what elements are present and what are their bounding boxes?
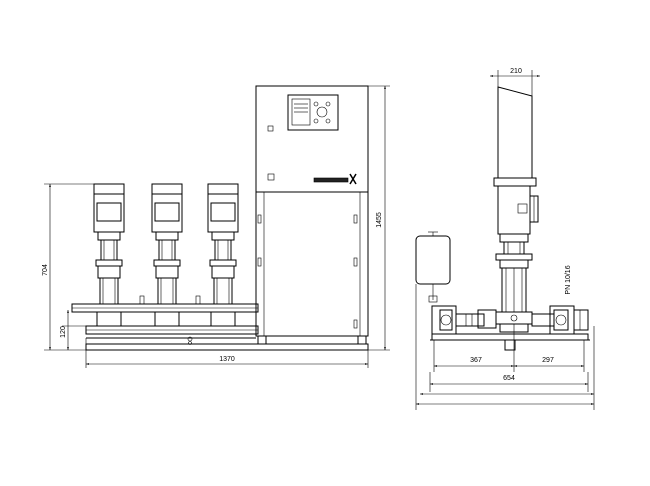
dim-297-label: 297 (542, 357, 554, 364)
dim-210-label: 210 (510, 68, 522, 75)
side-dimensions: 210 367 297 654 (415, 68, 595, 410)
dim-367-label: 367 (470, 357, 482, 364)
dim-120-label: 120 (60, 326, 67, 338)
cabinet-side (493, 86, 537, 187)
dim-654-label: 654 (503, 375, 515, 382)
side-motor (497, 185, 539, 255)
pump-3 (207, 183, 239, 327)
control-display (287, 94, 339, 131)
side-manifold-right (531, 305, 589, 335)
pn-rating-label: PN 10/16 (565, 265, 572, 294)
dim-704-label: 704 (42, 264, 49, 276)
diaphragm-tank (415, 231, 451, 303)
dim-1455-label: 1455 (376, 212, 383, 228)
grundfos-logo (313, 173, 357, 185)
pump-2 (151, 183, 183, 327)
side-base (430, 333, 590, 351)
base-frame (71, 303, 369, 351)
side-view: PN 10/16 210 367 297 654 (415, 68, 595, 410)
front-dimensions: 1370 704 120 1455 (42, 85, 390, 368)
dim-1370-label: 1370 (219, 356, 235, 363)
front-view: 1370 704 120 1455 (42, 85, 390, 368)
grundfos-x-icon (349, 173, 357, 185)
side-manifold-left (431, 305, 497, 335)
pump-1 (93, 183, 125, 327)
side-pump (495, 253, 533, 333)
control-cabinet (255, 85, 369, 345)
